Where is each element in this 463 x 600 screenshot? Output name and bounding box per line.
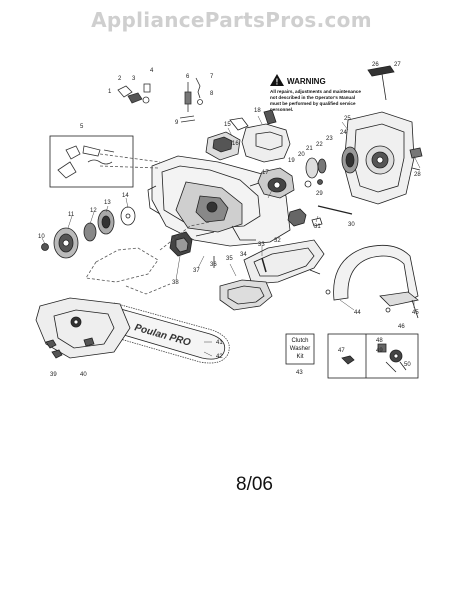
- part-label-36: 36: [210, 262, 217, 268]
- top-small-parts: [117, 77, 203, 123]
- warning-line-3: must be performed by qualified service: [270, 101, 356, 106]
- part-label-40: 40: [80, 372, 87, 378]
- guide-bar: Poulan PRO: [95, 302, 230, 364]
- part-label-49: 49: [376, 348, 383, 354]
- part-label-4: 4: [150, 68, 154, 74]
- part-label-26: 26: [372, 62, 379, 68]
- starter-housing: [343, 65, 423, 205]
- part-label-42: 42: [216, 354, 223, 360]
- clutch-washer-kit-box: Clutch Washer Kit: [285, 333, 315, 365]
- part-label-14: 14: [122, 193, 129, 199]
- part-label-43: 43: [296, 370, 303, 376]
- part-label-3: 3: [132, 76, 136, 82]
- part-label-12: 12: [90, 208, 97, 214]
- part-label-29: 29: [316, 191, 323, 197]
- engine-body: [147, 131, 291, 247]
- warning-block: ! WARNING All repairs, adjustments and m…: [270, 74, 361, 112]
- part-label-13: 13: [104, 200, 111, 206]
- part-label-38: 38: [172, 280, 179, 286]
- kit-line-3: Kit: [296, 354, 303, 360]
- leader-lines: [41, 115, 421, 357]
- part-label-19: 19: [288, 158, 295, 164]
- part-label-27: 27: [394, 62, 401, 68]
- kit-line-1: Clutch: [291, 338, 308, 344]
- part-label-39: 39: [50, 372, 57, 378]
- part-label-34: 34: [240, 252, 247, 258]
- part-label-10: 10: [38, 234, 45, 240]
- part-label-24: 24: [340, 130, 347, 136]
- center-right-parts: [287, 205, 353, 227]
- sprocket-cover: [35, 297, 131, 359]
- part-label-46: 46: [398, 324, 405, 330]
- part-number-labels: 1 2 3 4 5 6 7 8 9 10 11 12 13 14 15 16 1…: [38, 62, 421, 378]
- diagram-date: 8/06: [236, 474, 273, 495]
- warning-title: WARNING: [287, 77, 326, 86]
- chain-path: [85, 153, 211, 295]
- part-label-28: 28: [414, 172, 421, 178]
- watermark: AppliancePartsPros.com: [91, 8, 372, 32]
- part-label-48: 48: [376, 338, 383, 344]
- clutch-parts: [41, 206, 136, 259]
- oil-pump-parts: [169, 231, 215, 268]
- part-5-box: [49, 135, 134, 188]
- part-label-16: 16: [232, 141, 239, 147]
- air-filter-parts: [229, 109, 295, 199]
- side-cover-parts: [219, 239, 325, 311]
- svg-text:!: !: [276, 78, 279, 87]
- part-label-50: 50: [404, 362, 411, 368]
- part-label-2: 2: [118, 76, 122, 82]
- part-label-1: 1: [108, 89, 112, 95]
- part-label-5: 5: [80, 124, 84, 130]
- part-label-37: 37: [193, 268, 200, 274]
- part-label-17: 17: [262, 170, 269, 176]
- part-46-box: [327, 333, 419, 379]
- part-label-9: 9: [175, 120, 179, 126]
- part-label-18: 18: [254, 108, 261, 114]
- warning-line-2: not described in the Operator's Manual: [270, 95, 355, 100]
- part-label-20: 20: [298, 152, 305, 158]
- part-label-22: 22: [316, 142, 323, 148]
- part-label-11: 11: [68, 212, 75, 218]
- part-label-31: 31: [314, 224, 321, 230]
- flywheel-parts: [304, 146, 359, 188]
- part-label-6: 6: [186, 74, 190, 80]
- part-label-21: 21: [306, 146, 313, 152]
- warning-line-1: All repairs, adjustments and maintenance: [270, 89, 361, 94]
- part-label-44: 44: [354, 310, 361, 316]
- part-label-23: 23: [326, 136, 333, 142]
- part-label-33: 33: [258, 242, 265, 248]
- part-label-25: 25: [344, 116, 351, 122]
- part-label-15: 15: [224, 122, 231, 128]
- front-handle: [325, 244, 419, 319]
- part-label-30: 30: [348, 222, 355, 228]
- part-label-7: 7: [210, 74, 214, 80]
- part-label-45: 45: [412, 310, 419, 316]
- part-label-47: 47: [338, 348, 345, 354]
- part-label-35: 35: [226, 256, 233, 262]
- warning-triangle-icon: [270, 74, 284, 86]
- part-label-8: 8: [210, 91, 214, 97]
- part-label-32: 32: [274, 238, 281, 244]
- kit-line-2: Washer: [290, 346, 310, 352]
- warning-line-4: personnel.: [270, 107, 293, 112]
- part-label-41: 41: [216, 340, 223, 346]
